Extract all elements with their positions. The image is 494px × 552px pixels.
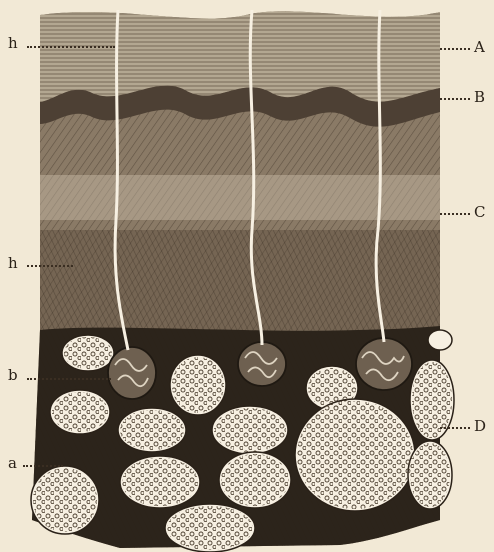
label-C: C	[474, 205, 485, 220]
leader-h-top	[27, 46, 115, 48]
leader-A	[440, 48, 470, 50]
label-D: D	[474, 419, 486, 434]
label-b: b	[8, 368, 18, 383]
label-B: B	[474, 90, 485, 105]
leader-D	[440, 427, 470, 429]
label-h-top: h	[8, 36, 18, 51]
label-a: a	[8, 456, 17, 471]
leader-a	[23, 465, 63, 467]
label-h-mid: h	[8, 256, 18, 271]
leader-b	[27, 378, 111, 380]
leader-h-mid	[27, 265, 73, 267]
leader-C	[440, 213, 470, 215]
leader-B	[440, 98, 470, 100]
label-A: A	[474, 40, 485, 55]
